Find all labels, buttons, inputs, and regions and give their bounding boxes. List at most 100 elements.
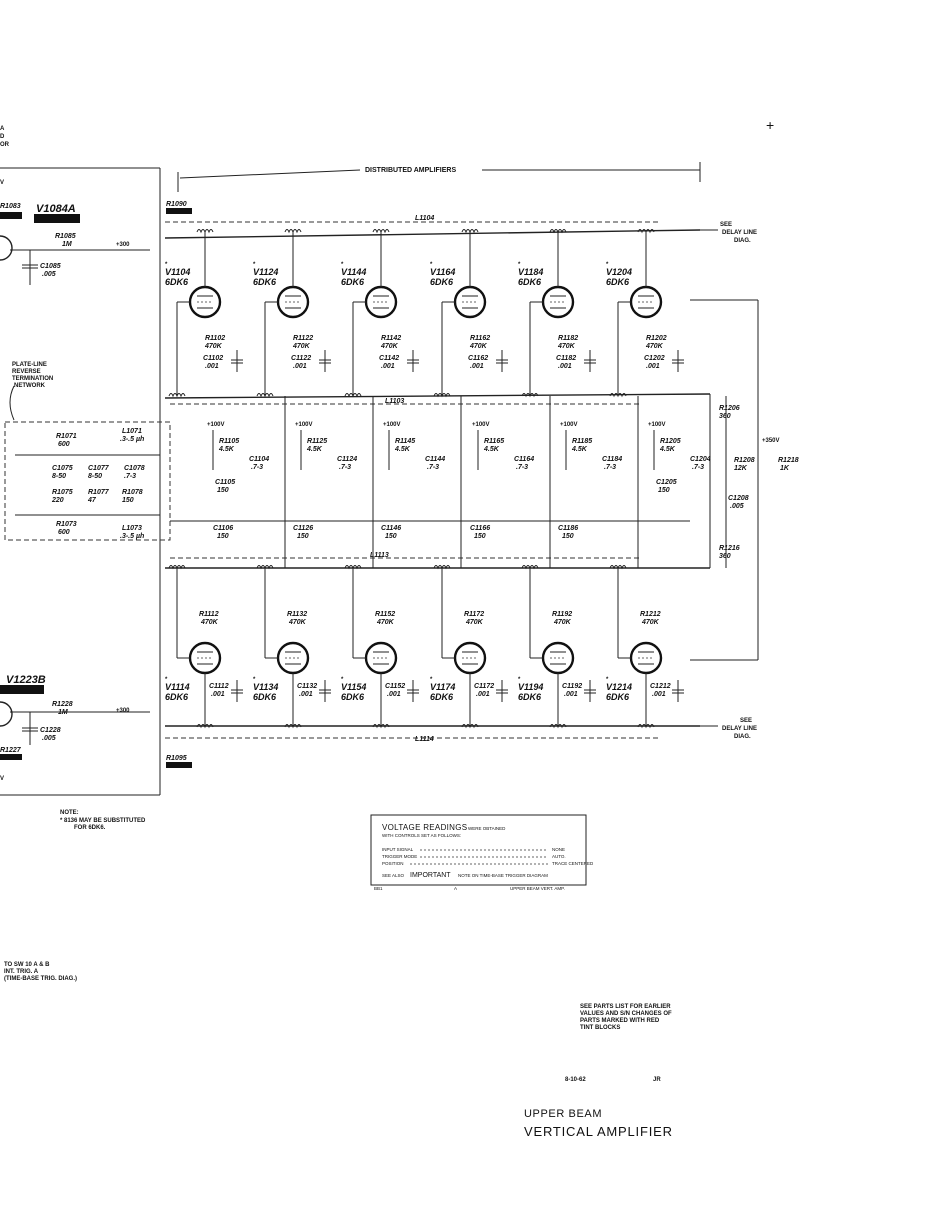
svg-text:C1075: C1075 bbox=[52, 465, 73, 472]
distributed-amplifiers-label: DISTRIBUTED AMPLIFIERS bbox=[365, 167, 456, 174]
svg-text:C1208: C1208 bbox=[728, 495, 749, 502]
bottom-star-5: * bbox=[606, 677, 609, 683]
top-coil-2 bbox=[372, 229, 390, 234]
label-c1164: C1164 bbox=[514, 456, 534, 463]
label-c1146: C1146 bbox=[381, 525, 401, 532]
svg-text:BB1: BB1 bbox=[374, 886, 383, 891]
value-c1146: 150 bbox=[385, 533, 397, 540]
value-r1182: 470K bbox=[557, 343, 576, 350]
type-v1214: 6DK6 bbox=[606, 692, 630, 702]
label-c1205: C1205 bbox=[656, 479, 677, 486]
value-r1162: 470K bbox=[469, 343, 488, 350]
label-c1172: C1172 bbox=[474, 683, 494, 690]
type-v1144: 6DK6 bbox=[341, 277, 365, 287]
top-coil-3 bbox=[461, 229, 479, 234]
voltage-readings-box: VOLTAGE READINGS WERE OBTAINED WITH CONT… bbox=[370, 814, 594, 891]
parts-list-note: SEE PARTS LIST FOR EARLIER VALUES AND S/… bbox=[580, 1004, 672, 1031]
svg-text:.7-3: .7-3 bbox=[124, 473, 136, 480]
svg-text:WITH CONTROLS SET AS FOLLOWS:: WITH CONTROLS SET AS FOLLOWS: bbox=[382, 833, 461, 838]
svg-text:(TIME-BASE TRIG. DIAG.): (TIME-BASE TRIG. DIAG.) bbox=[4, 976, 77, 982]
value-c1166: 150 bbox=[474, 533, 486, 540]
svg-text:.005: .005 bbox=[42, 271, 56, 278]
label-r1095: R1095 bbox=[166, 755, 187, 762]
svg-text:WERE OBTAINED: WERE OBTAINED bbox=[468, 826, 506, 831]
svg-text:8-50: 8-50 bbox=[88, 473, 102, 480]
drafter-initials: JR bbox=[653, 1077, 661, 1083]
type-v1184: 6DK6 bbox=[518, 277, 542, 287]
label-r1090: R1090 bbox=[166, 201, 187, 208]
distributed-amplifiers-header: DISTRIBUTED AMPLIFIERS bbox=[177, 162, 701, 192]
label-r1132: R1132 bbox=[287, 611, 307, 618]
label-v1134: V1134 bbox=[253, 682, 278, 692]
svg-text:PLATE-LINE: PLATE-LINE bbox=[12, 362, 47, 368]
svg-text:+300: +300 bbox=[116, 242, 130, 248]
label-v1204: V1204 bbox=[606, 267, 632, 277]
label-r1102: R1102 bbox=[205, 335, 225, 342]
svg-text:.005: .005 bbox=[730, 503, 744, 510]
date-mark: 8-10-62 bbox=[565, 1077, 586, 1083]
svg-text:+300: +300 bbox=[116, 708, 130, 714]
label-v1184: V1184 bbox=[518, 267, 543, 277]
svg-text:1K: 1K bbox=[780, 465, 790, 472]
label-c1104: C1104 bbox=[249, 456, 269, 463]
value-r1122: 470K bbox=[292, 343, 311, 350]
svg-text:DELAY LINE: DELAY LINE bbox=[722, 230, 757, 236]
svg-text:INT. TRIG. A: INT. TRIG. A bbox=[4, 969, 39, 975]
label-r1122: R1122 bbox=[293, 335, 313, 342]
label-v1084a: V1084A bbox=[36, 203, 76, 215]
value-r1202: 470K bbox=[645, 343, 664, 350]
svg-text:.005: .005 bbox=[42, 735, 56, 742]
svg-text:360: 360 bbox=[719, 553, 731, 560]
svg-text:R1216: R1216 bbox=[719, 545, 740, 552]
svg-text:R1078: R1078 bbox=[122, 489, 143, 496]
svg-text:SEE PARTS LIST FOR EARLIER: SEE PARTS LIST FOR EARLIER bbox=[580, 1004, 671, 1010]
svg-text:NOTE:: NOTE: bbox=[60, 810, 79, 816]
value-c1122: .001 bbox=[293, 363, 307, 370]
termination-network: PLATE-LINE REVERSE TERMINATION NETWORK R… bbox=[4, 362, 171, 541]
svg-text:150: 150 bbox=[122, 497, 134, 504]
value-r1125: 4.5K bbox=[306, 446, 323, 453]
label-r1083: R1083 bbox=[0, 203, 21, 210]
label-r1112: R1112 bbox=[199, 611, 219, 618]
right-network: R1206 360 +350V R1208 12K R1218 1K C1208… bbox=[690, 299, 799, 661]
value-c1142: .001 bbox=[381, 363, 395, 370]
label-v1104: V1104 bbox=[165, 267, 190, 277]
value-c1152: .001 bbox=[387, 691, 401, 698]
star-mark-1: * bbox=[253, 262, 256, 268]
bottom-star-2: * bbox=[341, 677, 344, 683]
value-c1192: .001 bbox=[564, 691, 578, 698]
value-c1126: 150 bbox=[297, 533, 309, 540]
svg-text:600: 600 bbox=[58, 441, 70, 448]
svg-text:R1077: R1077 bbox=[88, 489, 110, 496]
label-c1144: C1144 bbox=[425, 456, 445, 463]
delay-lines: L1104 SEE DELAY LINE DIAG. L1103 L1113 L… bbox=[164, 215, 757, 743]
value-c1182: .001 bbox=[558, 363, 572, 370]
svg-text:TERMINATION: TERMINATION bbox=[12, 376, 53, 382]
svg-text:R1206: R1206 bbox=[719, 405, 740, 412]
type-v1124: 6DK6 bbox=[253, 277, 277, 287]
svg-text:NONE: NONE bbox=[552, 847, 565, 852]
label-c1212: C1212 bbox=[650, 683, 671, 690]
label-r1152: R1152 bbox=[375, 611, 395, 618]
svg-text:C1078: C1078 bbox=[124, 465, 145, 472]
label-c1102: C1102 bbox=[203, 355, 223, 362]
svg-text:R1208: R1208 bbox=[734, 457, 755, 464]
bottom-star-0: * bbox=[165, 677, 168, 683]
svg-text:NETWORK: NETWORK bbox=[14, 383, 46, 389]
svg-text:A: A bbox=[454, 886, 457, 891]
svg-text:D: D bbox=[0, 134, 5, 140]
type-v1194: 6DK6 bbox=[518, 692, 542, 702]
label-r1185: R1185 bbox=[572, 438, 592, 445]
supply-mid-5: +100V bbox=[648, 422, 666, 428]
value-c1104: .7-3 bbox=[251, 464, 263, 471]
label-v1164: V1164 bbox=[430, 267, 455, 277]
label-c1204: C1204 bbox=[690, 456, 711, 463]
value-c1105: 150 bbox=[217, 487, 229, 494]
svg-text:DELAY LINE: DELAY LINE bbox=[722, 726, 757, 732]
label-c1192: C1192 bbox=[562, 683, 582, 690]
svg-text:12K: 12K bbox=[734, 465, 748, 472]
label-c1124: C1124 bbox=[337, 456, 357, 463]
label-r1165: R1165 bbox=[484, 438, 504, 445]
label-r1085: R1085 bbox=[55, 233, 76, 240]
